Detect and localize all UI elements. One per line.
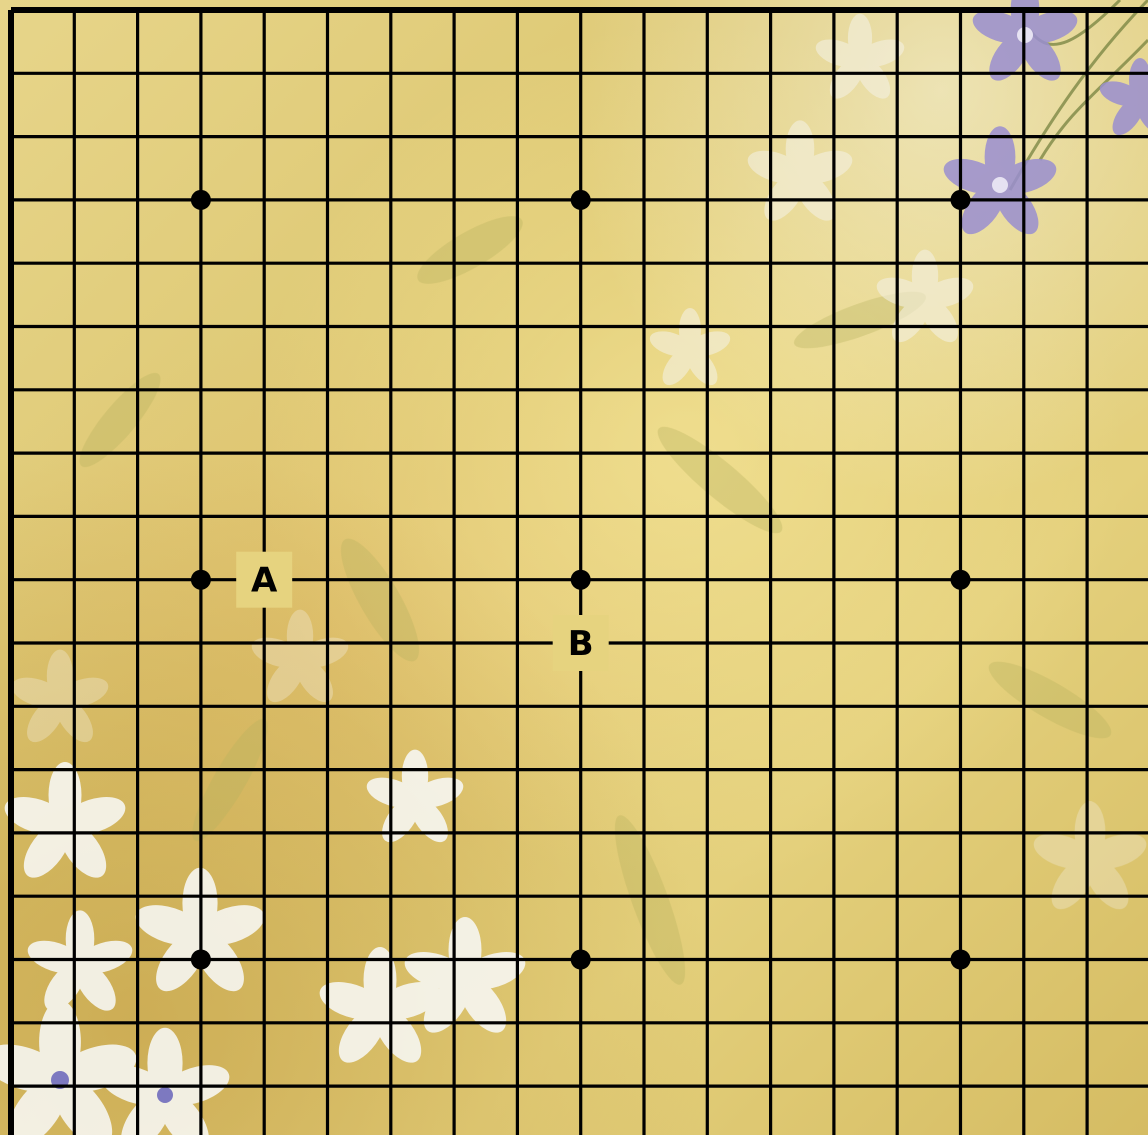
star-point (951, 950, 971, 970)
star-point (951, 570, 971, 590)
star-point (951, 190, 971, 210)
board-labels: AB (236, 552, 609, 671)
star-point (571, 190, 591, 210)
star-point (191, 950, 211, 970)
star-point (571, 570, 591, 590)
board-label: A (236, 552, 292, 608)
star-point (191, 570, 211, 590)
star-point (191, 190, 211, 210)
label-text-a: A (251, 561, 278, 601)
board-label: B (553, 615, 609, 671)
star-point (571, 950, 591, 970)
label-text-b: B (568, 624, 594, 664)
